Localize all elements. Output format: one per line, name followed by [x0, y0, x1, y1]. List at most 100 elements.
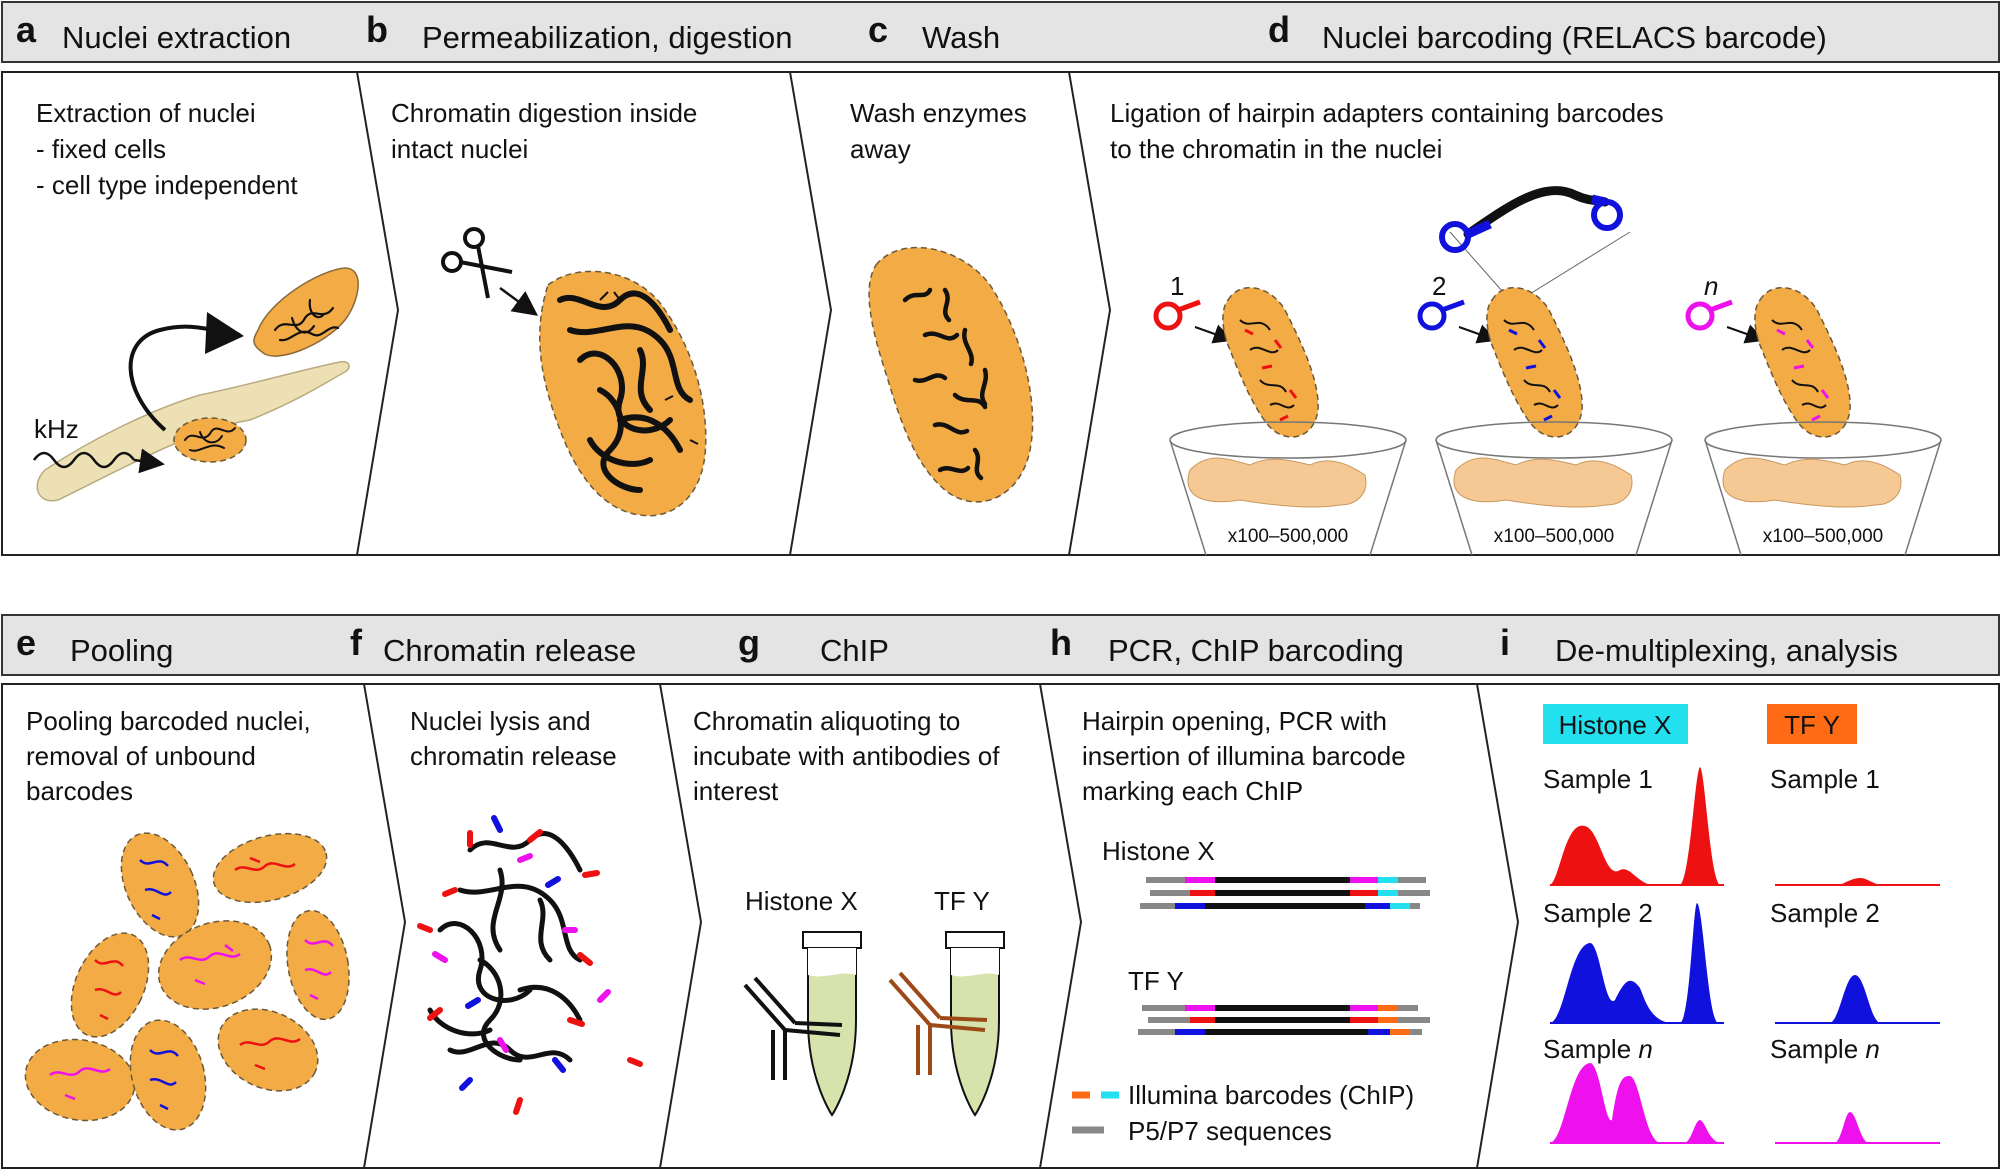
panel-f-letter: f — [350, 622, 363, 663]
released-chromatin — [417, 815, 643, 1115]
chevron-h-i — [1476, 683, 1520, 1169]
tf-track-sample-2 — [1830, 975, 1880, 1023]
nuclei-pellet-n — [1722, 457, 1902, 508]
pcr-reads-tf: TF Y — [1128, 966, 1430, 1035]
panel-e-description: Pooling barcoded nuclei, removal of unbo… — [26, 706, 311, 806]
sample-n-suffix: n — [1865, 1034, 1879, 1064]
panel-c-title: Wash — [922, 20, 1000, 55]
header-i: i De-multiplexing, analysis — [1500, 622, 1898, 668]
desc-line: - cell type independent — [36, 170, 298, 200]
panel-b-illustration — [441, 227, 707, 517]
extraction-arrowhead — [205, 312, 244, 354]
panel-c-description: Wash enzymes away — [850, 98, 1027, 164]
beaker-n — [1704, 439, 1942, 556]
desc-line: Chromatin digestion inside — [391, 98, 697, 128]
tf-sample-2-label: Sample 2 — [1770, 898, 1880, 928]
tube-label-histone: Histone X — [745, 886, 858, 916]
khz-label: kHz — [34, 414, 79, 444]
digestion-arrow — [499, 286, 539, 316]
header-d: d Nuclei barcoding (RELACS barcode) — [1268, 9, 1827, 55]
chevron-c-d — [1068, 71, 1112, 556]
panel-g-title: ChIP — [820, 633, 889, 668]
header-a: a Nuclei extraction — [16, 9, 291, 55]
tf-sample-1-label: Sample 1 — [1770, 764, 1880, 794]
bottom-panel-frame — [1, 683, 2000, 1169]
pooled-nucleus — [212, 832, 328, 904]
beaker-1 — [1169, 439, 1407, 556]
chip-tubes: Histone X TF Y — [743, 886, 1005, 1117]
nuclei-pellet-2 — [1453, 457, 1633, 508]
tube-tf — [945, 931, 1005, 1117]
panel-a-letter: a — [16, 9, 37, 50]
desc-line: - fixed cells — [36, 134, 166, 164]
pooled-nucleus — [286, 909, 350, 1021]
bottom-header-bar — [1, 614, 2000, 676]
chevron-f-g — [659, 683, 703, 1169]
panel-i-title: De-multiplexing, analysis — [1555, 633, 1898, 668]
illumina-legend-label: Illumina barcodes (ChIP) — [1128, 1080, 1414, 1110]
hairpin-adapter-zoom — [1439, 186, 1631, 301]
header-b: b Permeabilization, digestion — [366, 9, 793, 55]
chevron-g-h — [1039, 683, 1083, 1169]
desc-line: Extraction of nuclei — [36, 98, 256, 128]
antibody-tf — [888, 971, 988, 1075]
desc-line: removal of unbound — [26, 741, 256, 771]
sample-n-prefix: Sample — [1543, 1034, 1638, 1064]
histone-sample-n-label: Sample n — [1543, 1034, 1653, 1064]
sonication-arrow — [133, 448, 165, 474]
panel-c-illustration — [868, 246, 1034, 503]
header-e: e Pooling — [16, 622, 173, 668]
panel-b-letter: b — [366, 9, 388, 50]
desc-line: Pooling barcoded nuclei, — [26, 706, 311, 736]
panel-a-description: Extraction of nuclei - fixed cells - cel… — [36, 98, 298, 200]
desc-line: away — [850, 134, 911, 164]
barcoded-nucleus-2 — [1486, 286, 1583, 438]
histone-sample-1-label: Sample 1 — [1543, 764, 1653, 794]
extracted-nucleus — [253, 267, 359, 357]
panel-d-letter: d — [1268, 9, 1290, 50]
sample-n-suffix: n — [1638, 1034, 1652, 1064]
pooled-nucleus — [157, 920, 273, 1010]
histone-track-sample-1 — [1550, 767, 1720, 885]
pooled-nuclei — [24, 832, 350, 1131]
desc-line: Chromatin aliquoting to — [693, 706, 960, 736]
tube-label-tf: TF Y — [934, 886, 990, 916]
histone-track-sample-n — [1550, 1063, 1720, 1143]
histone-badge — [1543, 704, 1688, 744]
barcoding-sample-1: 1 x100–500,000 — [1153, 271, 1407, 556]
desc-line: intact nuclei — [391, 134, 528, 164]
desc-line: Hairpin opening, PCR with — [1082, 706, 1387, 736]
tf-badge — [1767, 704, 1857, 744]
barcoding-sample-2: 2 x100–500,000 — [1417, 271, 1673, 556]
washed-nucleus — [868, 246, 1034, 503]
desc-line: Ligation of hairpin adapters containing … — [1110, 98, 1664, 128]
header-g: g ChIP — [738, 622, 889, 668]
antibody-histone — [743, 976, 843, 1080]
panel-a-title: Nuclei extraction — [62, 20, 291, 55]
barcoded-nucleus-1 — [1222, 286, 1319, 438]
desc-line: Nuclei lysis and — [410, 706, 591, 736]
nuclei-pellet-1 — [1187, 457, 1367, 508]
pooled-nucleus — [217, 1008, 319, 1092]
top-header-bar — [1, 1, 2000, 63]
barcode-1-icon — [1153, 301, 1183, 331]
desc-line: interest — [693, 776, 779, 806]
panel-d-title: Nuclei barcoding (RELACS barcode) — [1322, 20, 1827, 55]
beaker-count-1: x100–500,000 — [1228, 526, 1348, 547]
desc-line: barcodes — [26, 776, 133, 806]
tube-histone — [802, 931, 862, 1117]
panel-h-title: PCR, ChIP barcoding — [1108, 633, 1404, 668]
pooled-nucleus — [129, 1019, 207, 1131]
header-c: c Wash — [868, 9, 1000, 55]
desc-line: insertion of illumina barcode — [1082, 741, 1406, 771]
histone-track-sample-2 — [1550, 903, 1718, 1023]
desc-line: marking each ChIP — [1082, 776, 1303, 806]
barcode-2-icon — [1417, 301, 1447, 331]
tf-track-sample-n — [1835, 1112, 1868, 1143]
header-f: f Chromatin release — [350, 622, 636, 668]
desc-line: incubate with antibodies of — [693, 741, 1000, 771]
tf-sample-n-label: Sample n — [1770, 1034, 1880, 1064]
desc-line: to the chromatin in the nuclei — [1110, 134, 1442, 164]
barcode-n-icon — [1685, 301, 1715, 331]
